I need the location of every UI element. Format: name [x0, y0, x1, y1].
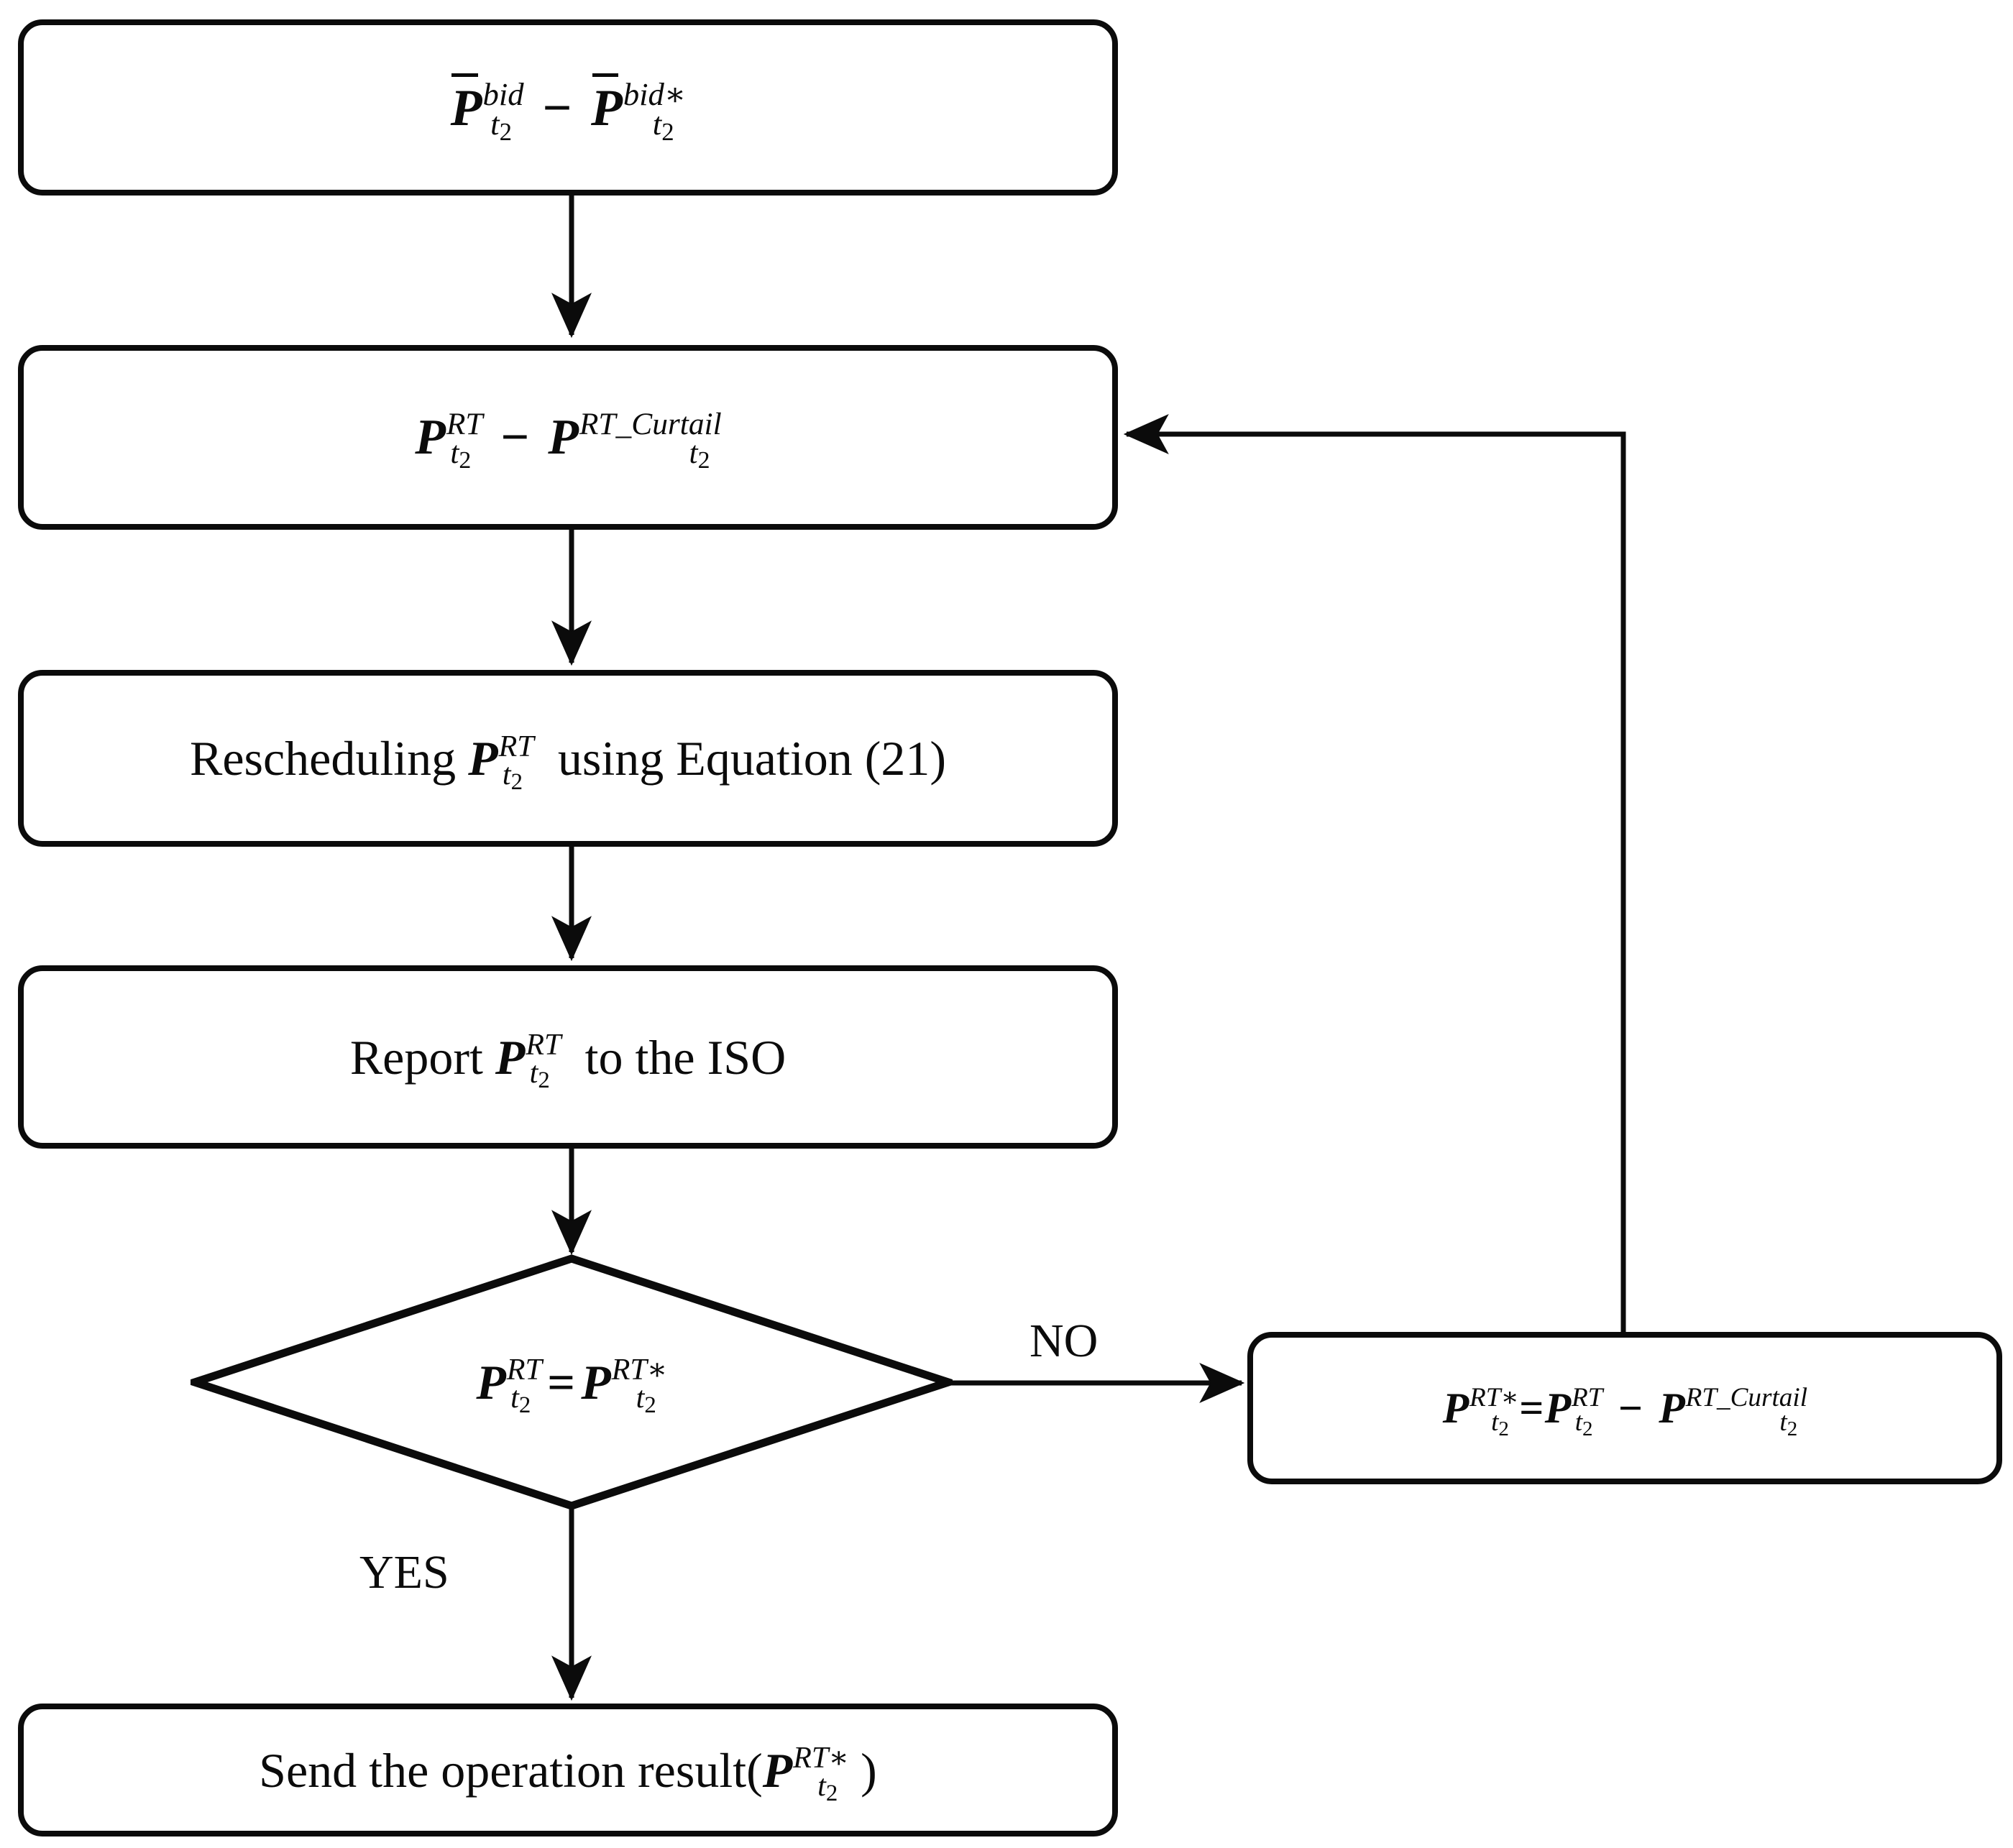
diamond-shape — [191, 1254, 953, 1510]
node-rt-curtail[interactable]: PRTt2 − PRT_Curtailt2 — [18, 345, 1118, 530]
node-update-rt-star[interactable]: PRT∗t2=PRTt2 − PRT_Curtailt2 — [1247, 1332, 2002, 1484]
node-bid-deviation-label: Pbidt2 − Pbid∗t2 — [450, 73, 687, 146]
node-decision-label: PRTt2 = PRT∗t2 — [476, 1353, 668, 1419]
node-rescheduling[interactable]: Rescheduling PRTt2 using Equation (21) — [18, 670, 1118, 847]
node-send-result[interactable]: Send the operation result(PRT∗t2 ) — [18, 1704, 1118, 1836]
node-report-iso[interactable]: Report PRTt2 to the ISO — [18, 965, 1118, 1149]
node-rescheduling-label: Rescheduling PRTt2 using Equation (21) — [189, 729, 947, 795]
node-bid-deviation[interactable]: Pbidt2 − Pbid∗t2 — [18, 19, 1118, 196]
node-send-result-label: Send the operation result(PRT∗t2 ) — [259, 1741, 877, 1807]
edge-label-yes: YES — [359, 1546, 449, 1599]
node-report-iso-label: Report PRTt2 to the ISO — [349, 1028, 787, 1094]
node-update-rt-star-label: PRT∗t2=PRTt2 − PRT_Curtailt2 — [1442, 1382, 1808, 1440]
node-rt-curtail-label: PRTt2 − PRT_Curtailt2 — [415, 406, 722, 474]
edge-feedback-loop — [1123, 414, 1626, 1332]
edge-label-no: NO — [1030, 1315, 1099, 1367]
node-decision[interactable]: PRTt2 = PRT∗t2 — [191, 1254, 953, 1510]
